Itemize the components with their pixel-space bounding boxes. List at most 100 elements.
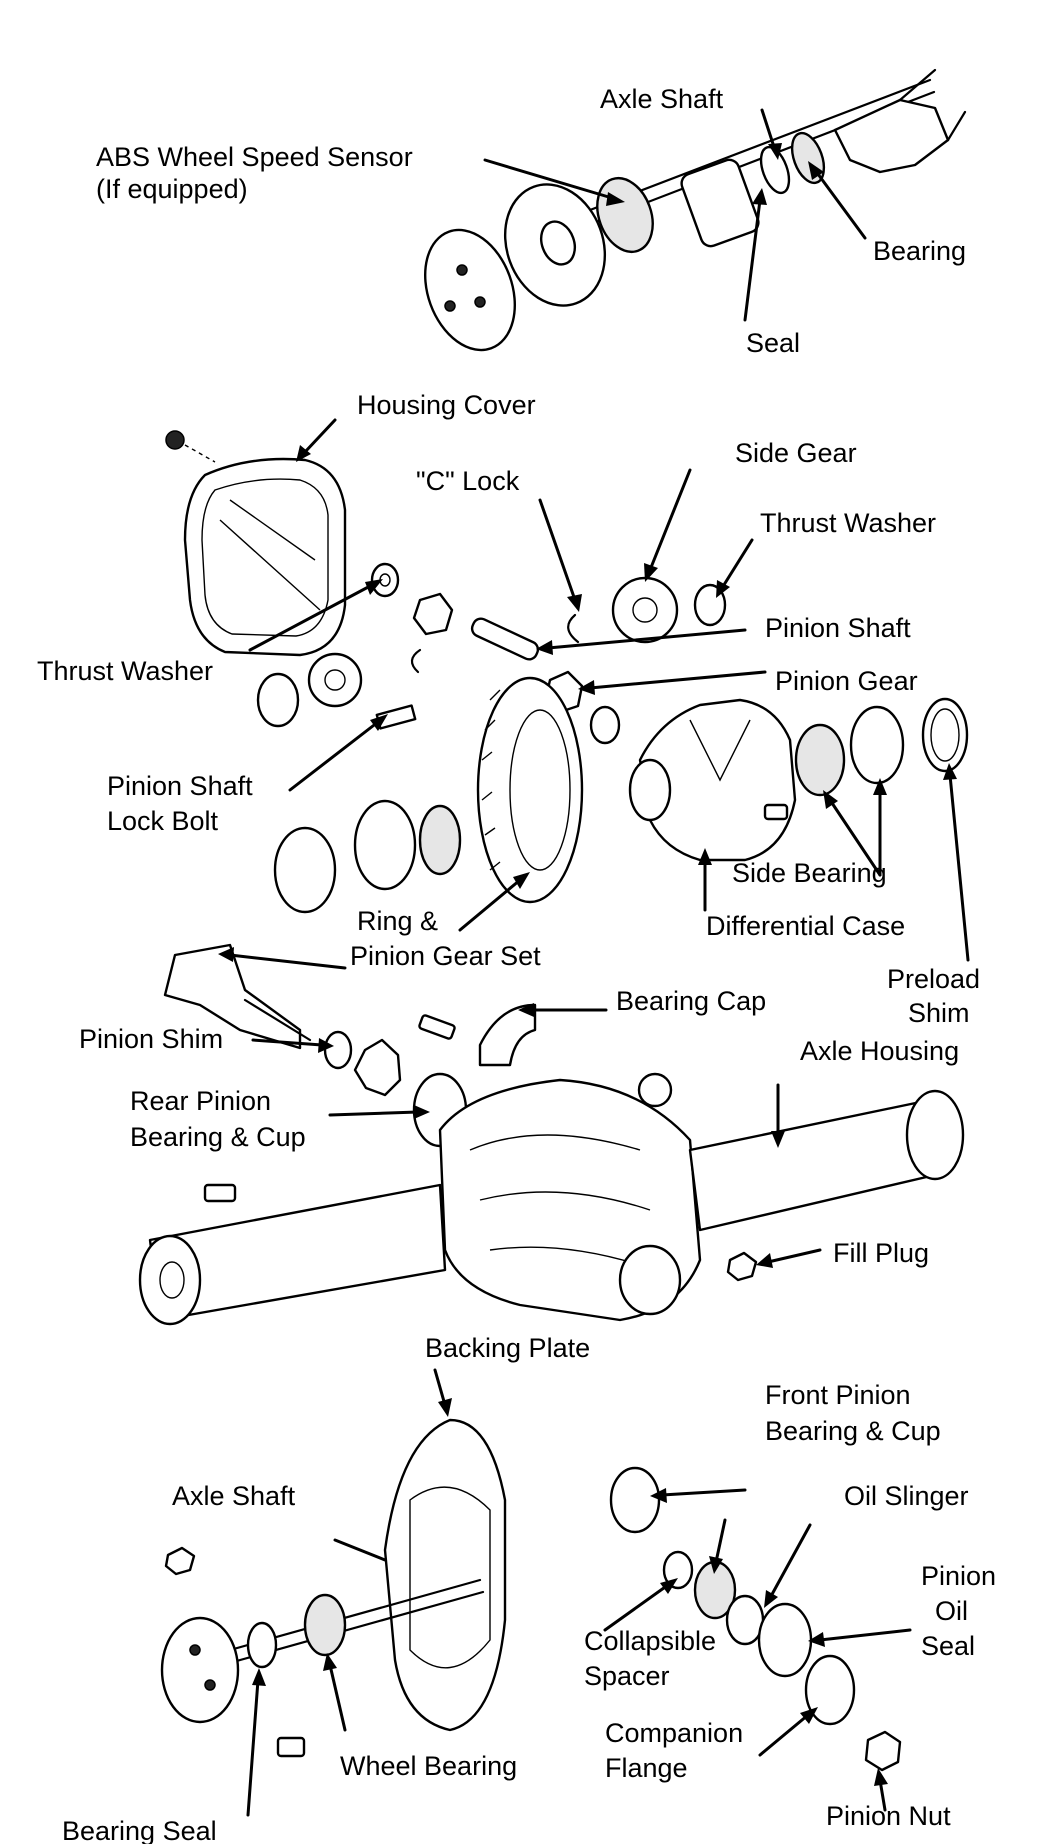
label-thrust-washer-left: Thrust Washer bbox=[37, 656, 213, 686]
fill-plug-part bbox=[726, 1251, 758, 1282]
label-front-pinion-2: Bearing & Cup bbox=[765, 1416, 941, 1446]
front-pinion-group bbox=[609, 1466, 902, 1772]
label-side-gear: Side Gear bbox=[735, 438, 857, 468]
label-axle-housing: Axle Housing bbox=[800, 1036, 959, 1066]
label-rear-pinion-1: Rear Pinion bbox=[130, 1086, 271, 1116]
bearing-top-part bbox=[790, 131, 826, 185]
hub-flange-bottom bbox=[160, 1616, 240, 1724]
carrier-vent-boss bbox=[637, 1072, 673, 1108]
label-axle-shaft-bottom: Axle Shaft bbox=[172, 1481, 296, 1511]
label-abs-sensor-2: (If equipped) bbox=[96, 174, 248, 204]
housing-cover-group bbox=[165, 430, 347, 657]
axle-shaft-top-part bbox=[588, 78, 932, 212]
front-pinion-cup-part bbox=[609, 1466, 661, 1534]
wheel-bearing-part bbox=[303, 1593, 347, 1657]
label-thrust-washer-right: Thrust Washer bbox=[760, 508, 936, 538]
label-wheel-bearing: Wheel Bearing bbox=[340, 1751, 517, 1781]
side-gear-right bbox=[611, 576, 679, 644]
hub-flange-top bbox=[423, 228, 517, 352]
retainer-plate-top bbox=[680, 158, 760, 248]
differential-case-group bbox=[628, 697, 969, 862]
side-gear-left bbox=[307, 652, 363, 708]
pinion-shaft-part bbox=[470, 617, 540, 661]
label-preload-1: Preload bbox=[887, 964, 980, 994]
label-backing-plate: Backing Plate bbox=[425, 1333, 590, 1363]
label-bearing-seal: Bearing Seal bbox=[62, 1816, 217, 1844]
drive-pinion-part bbox=[163, 943, 302, 1050]
axle-tube-right bbox=[688, 1098, 937, 1232]
label-rear-pinion-2: Bearing & Cup bbox=[130, 1122, 306, 1152]
c-lock-right bbox=[567, 613, 580, 644]
label-differential-case: Differential Case bbox=[706, 911, 905, 941]
seal-top-part bbox=[759, 145, 791, 195]
label-ring-pinion-2: Pinion Gear Set bbox=[350, 941, 541, 971]
label-pinion-shaft: Pinion Shaft bbox=[765, 613, 911, 643]
pinion-gear-washer bbox=[589, 705, 621, 745]
cover-bolt bbox=[165, 430, 185, 450]
side-bearing-right bbox=[794, 723, 846, 797]
case-bolt bbox=[763, 803, 789, 821]
label-pinion-oil-seal-2: Oil bbox=[935, 1596, 968, 1626]
differential-case-part bbox=[638, 698, 797, 862]
preload-shim-part bbox=[921, 697, 969, 773]
label-lock-bolt-2: Lock Bolt bbox=[107, 806, 219, 836]
label-ring-pinion-1: Ring & bbox=[357, 906, 438, 936]
leader-lines bbox=[218, 108, 970, 1817]
backing-plate-bolt bbox=[276, 1736, 306, 1758]
label-abs-sensor-1: ABS Wheel Speed Sensor bbox=[96, 142, 413, 172]
label-bearing-cap: Bearing Cap bbox=[616, 986, 766, 1016]
housing-end-top bbox=[833, 98, 950, 174]
c-lock-left bbox=[410, 648, 422, 674]
label-pinion-gear: Pinion Gear bbox=[775, 666, 918, 696]
label-companion-2: Flange bbox=[605, 1753, 688, 1783]
label-oil-slinger: Oil Slinger bbox=[844, 1481, 969, 1511]
bearing-seal-part bbox=[246, 1621, 278, 1669]
labels: Axle Shaft ABS Wheel Speed Sensor (If eq… bbox=[37, 84, 996, 1844]
backing-plate-group bbox=[160, 1418, 507, 1758]
ring-gear-part bbox=[476, 676, 584, 904]
pinion-shim-part bbox=[323, 1030, 353, 1070]
backing-plate-part bbox=[383, 1418, 507, 1732]
thrust-washer-left-part bbox=[370, 562, 400, 598]
bearing-cup-left-inner bbox=[353, 799, 417, 891]
label-pinion-oil-seal-1: Pinion bbox=[921, 1561, 996, 1591]
label-bearing-top: Bearing bbox=[873, 236, 966, 266]
label-housing-cover: Housing Cover bbox=[357, 390, 536, 420]
bearing-cap-bolt bbox=[418, 1014, 456, 1040]
side-bearing-left bbox=[418, 804, 462, 876]
label-pinion-oil-seal-3: Seal bbox=[921, 1631, 975, 1661]
ring-gear-group bbox=[273, 676, 584, 914]
label-fill-plug: Fill Plug bbox=[833, 1238, 929, 1268]
oil-slinger-part bbox=[725, 1594, 765, 1646]
label-side-bearing: Side Bearing bbox=[732, 858, 887, 888]
side-bearing-cup-right bbox=[849, 705, 905, 785]
label-collapsible-1: Collapsible bbox=[584, 1626, 716, 1656]
label-pinion-nut: Pinion Nut bbox=[826, 1801, 951, 1831]
collapsible-spacer-part bbox=[662, 1550, 694, 1590]
label-seal-top: Seal bbox=[746, 328, 800, 358]
label-preload-2: Shim bbox=[908, 998, 970, 1028]
label-pinion-shim: Pinion Shim bbox=[79, 1024, 223, 1054]
carrier-rear-boss bbox=[618, 1244, 682, 1316]
pinion-oil-seal-part bbox=[757, 1602, 813, 1678]
housing-bolt-left bbox=[203, 1183, 237, 1203]
label-lock-bolt-1: Pinion Shaft bbox=[107, 771, 253, 801]
label-axle-shaft-top: Axle Shaft bbox=[600, 84, 724, 114]
bearing-cup-left-outer bbox=[273, 826, 337, 914]
label-c-lock: "C" Lock bbox=[416, 466, 520, 496]
housing-cover-part bbox=[183, 457, 347, 657]
side-gear-washer-left bbox=[256, 672, 300, 728]
diff-case-hub bbox=[628, 758, 672, 822]
axle-housing-group bbox=[138, 1072, 965, 1326]
label-front-pinion-1: Front Pinion bbox=[765, 1380, 911, 1410]
label-companion-1: Companion bbox=[605, 1718, 743, 1748]
label-collapsible-2: Spacer bbox=[584, 1661, 670, 1691]
axle-nut-bottom bbox=[164, 1546, 196, 1576]
housing-flange-left bbox=[138, 1234, 202, 1326]
housing-flange-right bbox=[905, 1089, 965, 1181]
rear-pinion-bearing-part bbox=[353, 1038, 402, 1097]
pinion-nut-part bbox=[864, 1730, 902, 1772]
pinion-gear-small-left bbox=[412, 592, 454, 636]
bearing-cap-part bbox=[478, 1003, 537, 1067]
